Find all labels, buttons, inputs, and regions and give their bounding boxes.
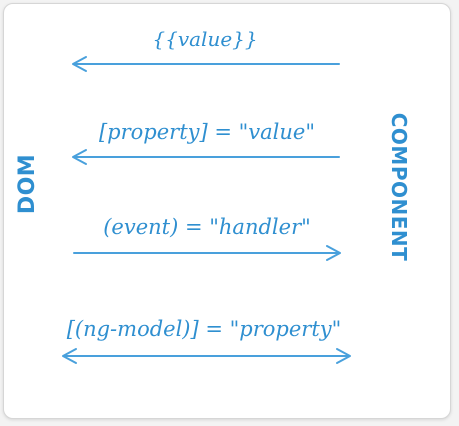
component-label: COMPONENT [387,113,411,262]
arrow-left-icon [72,149,340,165]
data-binding-diagram: DOM COMPONENT {{value}} [property] = "va… [15,27,411,364]
interpolation-binding-text: {{value}} [152,27,257,51]
dom-label: DOM [15,154,40,214]
arrow-left-icon [72,56,340,72]
diagram-card: DOM COMPONENT {{value}} [property] = "va… [3,3,451,419]
event-binding-text: (event) = "handler" [103,215,311,239]
property-binding-text: [property] = "value" [99,120,315,144]
double-arrow-icon [62,348,351,364]
arrow-right-icon [73,245,341,261]
two-way-binding-text: [(ng-model)] = "property" [67,317,342,341]
